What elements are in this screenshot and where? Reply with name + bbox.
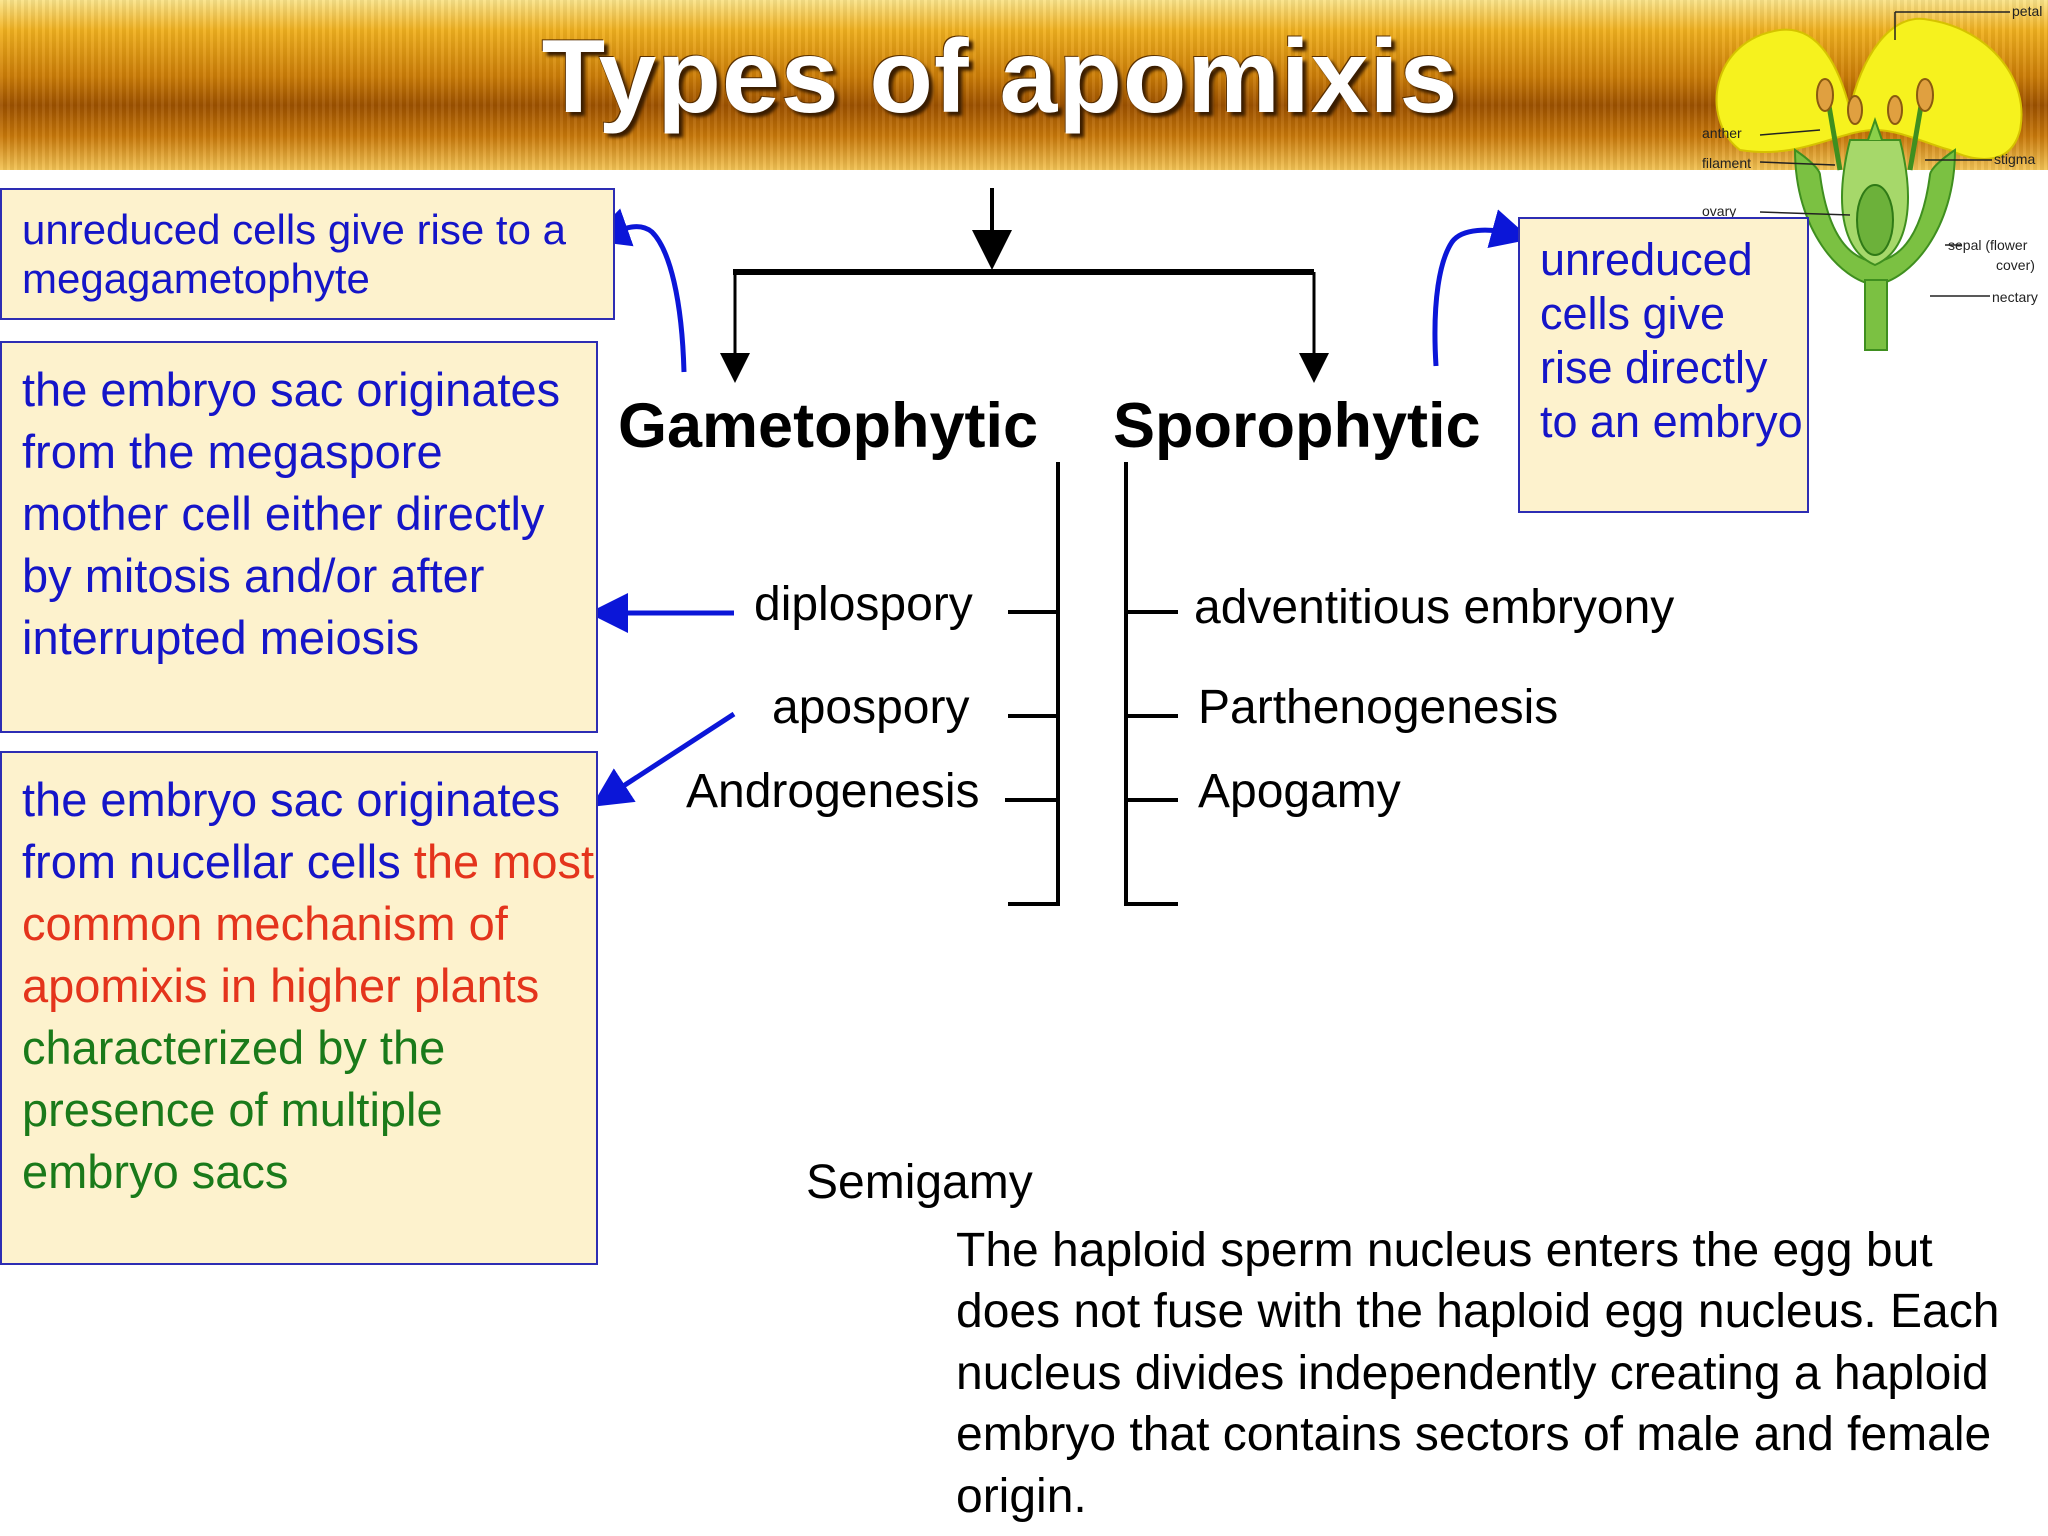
apospory-definition-box: the embryo sac originates from nucellar … — [0, 751, 598, 1265]
apospory-common-note: the most common mechanism of apomixis in… — [22, 835, 595, 1013]
gametophytic-type-androgenesis: Androgenesis — [686, 765, 980, 818]
sporophytic-def-arrow — [1432, 209, 1532, 367]
flower-label-anther: anther — [1702, 125, 1742, 141]
sporophytic-type-adventitious: adventitious embryony — [1194, 581, 1675, 634]
slide-title: Types of apomixis — [541, 19, 1459, 135]
gametophytic-definition-box: unreduced cells give rise to a megagamet… — [0, 188, 615, 320]
title-banner — [0, 0, 2048, 170]
sporophytic-definition-box: unreduced cells give rise directly to an… — [1518, 217, 1809, 513]
semigamy-description: The haploid sperm nucleus enters the egg… — [956, 1224, 2000, 1523]
apospory-definition-text: the embryo sac originates from nucellar … — [22, 773, 561, 889]
flower-diagram-image: petal anther filament ovary stigma sepal… — [1702, 3, 2042, 351]
sporophytic-type-parthenogenesis: Parthenogenesis — [1198, 681, 1559, 734]
sporophytic-type-apogamy: Apogamy — [1198, 765, 1401, 818]
flower-label-filament: filament — [1702, 155, 1751, 171]
apospory-multiple-sacs-note: characterized by the presence of multipl… — [22, 1021, 446, 1199]
sporophytic-heading: Sporophytic — [1113, 391, 1481, 461]
flower-label-sepal-cont: cover) — [1996, 257, 2035, 273]
gametophytic-heading: Gametophytic — [618, 391, 1039, 461]
gametophytic-definition-text: unreduced cells give rise to a megagamet… — [22, 206, 566, 302]
gametophytic-def-arrow — [589, 208, 687, 373]
flower-label-sepal: sepal (flower — [1948, 237, 2028, 253]
gametophytic-type-apospory: apospory — [772, 681, 970, 734]
apospory-def-arrow — [591, 711, 736, 807]
flower-label-ovary: ovary — [1702, 203, 1736, 219]
gametophytic-type-diplospory: diplospory — [754, 578, 973, 631]
flower-label-petal: petal — [2012, 3, 2042, 19]
diplospory-definition-box: the embryo sac originates from the megas… — [0, 341, 598, 733]
diplospory-definition-text: the embryo sac originates from the megas… — [22, 363, 561, 665]
sporophytic-definition-text: unreduced cells give rise directly to an… — [1540, 234, 1803, 447]
semigamy-heading: Semigamy — [806, 1156, 1033, 1209]
flower-label-stigma: stigma — [1994, 151, 2035, 167]
flower-label-nectary: nectary — [1992, 289, 2038, 305]
